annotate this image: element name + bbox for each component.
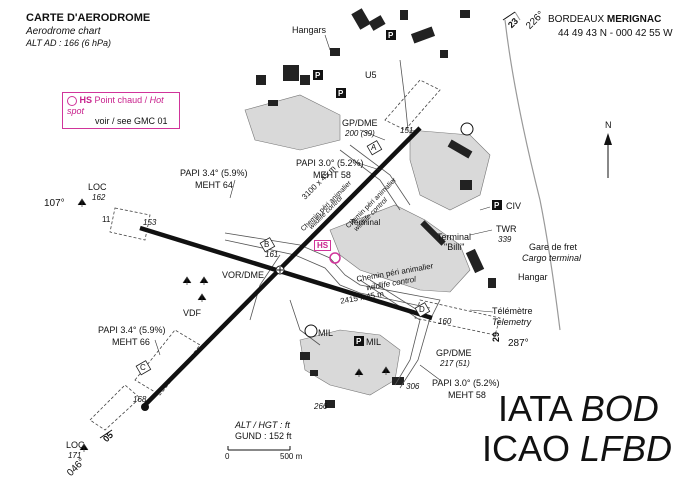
label-papi-30-a: PAPI 3.0° (5.2%)	[296, 158, 364, 168]
icao-value: LFBD	[580, 428, 673, 469]
aprons	[244, 94, 491, 396]
hotspot-map-code: HS	[317, 241, 329, 250]
label-meht-64: MEHT 64	[195, 180, 233, 190]
label-loc-1-val: 162	[92, 193, 106, 202]
threshold-05	[141, 403, 149, 411]
parking-3: P	[338, 89, 344, 98]
aerodrome-altitude: ALT AD : 166 (6 hPa)	[26, 38, 112, 48]
hotspot-circle-icon	[67, 95, 77, 106]
label-hangars: Hangars	[292, 25, 327, 35]
airport-city: BORDEAUX	[548, 14, 605, 25]
tree-symbols	[77, 198, 391, 452]
parking-2: P	[315, 71, 321, 80]
label-meht-58-b: MEHT 58	[448, 390, 486, 400]
iata-code: IATA BOD	[498, 390, 659, 428]
parking-4: P	[494, 201, 500, 210]
scale-zero: 0	[225, 452, 230, 461]
north-arrow-icon	[604, 133, 612, 178]
heliports	[304, 122, 474, 338]
iata-value: BOD	[580, 388, 659, 429]
taxiway-letter-boxes	[135, 140, 431, 376]
icao-prefix: ICAO	[482, 428, 571, 469]
label-telemetre: Télémètre	[492, 306, 533, 316]
label-twr: TWR	[496, 224, 517, 234]
label-gp-dme-1-val: 200 (39)	[345, 129, 375, 138]
parking-boxes	[313, 30, 502, 346]
label-mil-1: MIL	[318, 328, 334, 338]
label-civ: CIV	[506, 201, 522, 211]
label-terminal: Terminal	[350, 218, 381, 227]
elev-151: 151	[400, 126, 414, 135]
elev-153: 153	[143, 218, 157, 227]
label-true-107: 107°	[44, 198, 65, 209]
vor-cross	[277, 267, 283, 273]
label-meht-66: MEHT 66	[112, 337, 150, 347]
label-mil-2: MIL	[366, 337, 382, 347]
label-vdf: VDF	[183, 308, 201, 318]
scale-end: 500 m	[280, 452, 303, 461]
runway-11-29	[139, 225, 433, 321]
hotspot-label-fr: Point chaud /	[94, 95, 148, 105]
label-gp-dme-1: GP/DME	[342, 118, 378, 128]
label-twr-val: 339	[498, 235, 512, 244]
twy-c: C	[140, 363, 146, 372]
hotspot-marker	[329, 252, 341, 264]
scale-bar	[227, 446, 291, 451]
label-gare-fret: Gare de fret	[529, 242, 578, 252]
twy-d: D	[419, 305, 425, 314]
twy-b: B	[264, 240, 270, 249]
twy-a: A	[371, 143, 377, 152]
label-meht-58-a: MEHT 58	[313, 170, 351, 180]
label-hdg-29: 29	[491, 331, 502, 343]
iata-prefix: IATA	[498, 388, 571, 429]
road-stub	[514, 11, 521, 21]
label-telemetry: Telemetry	[492, 317, 532, 327]
label-hangar: Hangar	[518, 272, 548, 282]
scale-line1: ALT / HGT : ft	[235, 420, 290, 430]
chart-title: CARTE D'AERODROME	[26, 12, 151, 24]
hotspot-code: HS	[79, 95, 93, 105]
elev-160: 160	[438, 317, 452, 326]
chart-subtitle: Aerodrome chart	[26, 26, 101, 37]
label-u5: U5	[365, 70, 377, 80]
label-papi-34-a: PAPI 3.4° (5.9%)	[180, 168, 248, 178]
north-label: N	[605, 120, 612, 130]
icao-code: ICAO LFBD	[482, 430, 672, 468]
taxiways	[224, 59, 441, 389]
airport-coordinates: 44 49 43 N - 000 42 55 W	[558, 28, 673, 39]
elev-168: 168	[133, 395, 147, 404]
label-hdg-11: 11	[102, 215, 111, 224]
hotspot-map-label: HS	[314, 240, 332, 251]
label-loc-2: LOC	[66, 440, 85, 450]
label-loc-2-val: 171	[68, 451, 82, 460]
label-gp-dme-2-val: 217 (51)	[440, 359, 470, 368]
label-cargo-terminal: Cargo terminal	[522, 253, 582, 263]
leader-lines	[154, 34, 494, 381]
hotspot-legend: HS Point chaud / Hot spot voir / see GMC…	[62, 92, 180, 129]
parking-5: P	[356, 337, 362, 346]
label-loc-1: LOC	[88, 182, 107, 192]
label-terminal-billi-2: "Billi"	[444, 242, 465, 252]
hotspot-ref: voir / see GMC 01	[95, 115, 168, 126]
label-terminal-billi-1: Terminal	[437, 232, 472, 242]
elev-306: 306	[406, 382, 420, 391]
scale-line2: GUND : 152 ft	[235, 431, 292, 441]
label-true-287: 287°	[508, 338, 529, 349]
airport-name-bold: MERIGNAC	[606, 14, 662, 25]
heading-arrows	[99, 11, 516, 439]
airport-name: BORDEAUX MERIGNAC	[548, 14, 661, 25]
label-gp-dme-2: GP/DME	[436, 348, 472, 358]
elev-266: 266	[314, 402, 328, 411]
buildings	[256, 8, 496, 408]
label-vor-dme: VOR/DME	[222, 270, 265, 280]
label-papi-30-b: PAPI 3.0° (5.2%)	[432, 378, 500, 388]
hotspot-label-en: Hot spot	[67, 95, 164, 116]
perimeter-road	[504, 19, 561, 331]
parking-1: P	[388, 31, 394, 40]
elev-161: 161	[265, 250, 279, 259]
label-papi-34-b: PAPI 3.4° (5.9%)	[98, 325, 166, 335]
